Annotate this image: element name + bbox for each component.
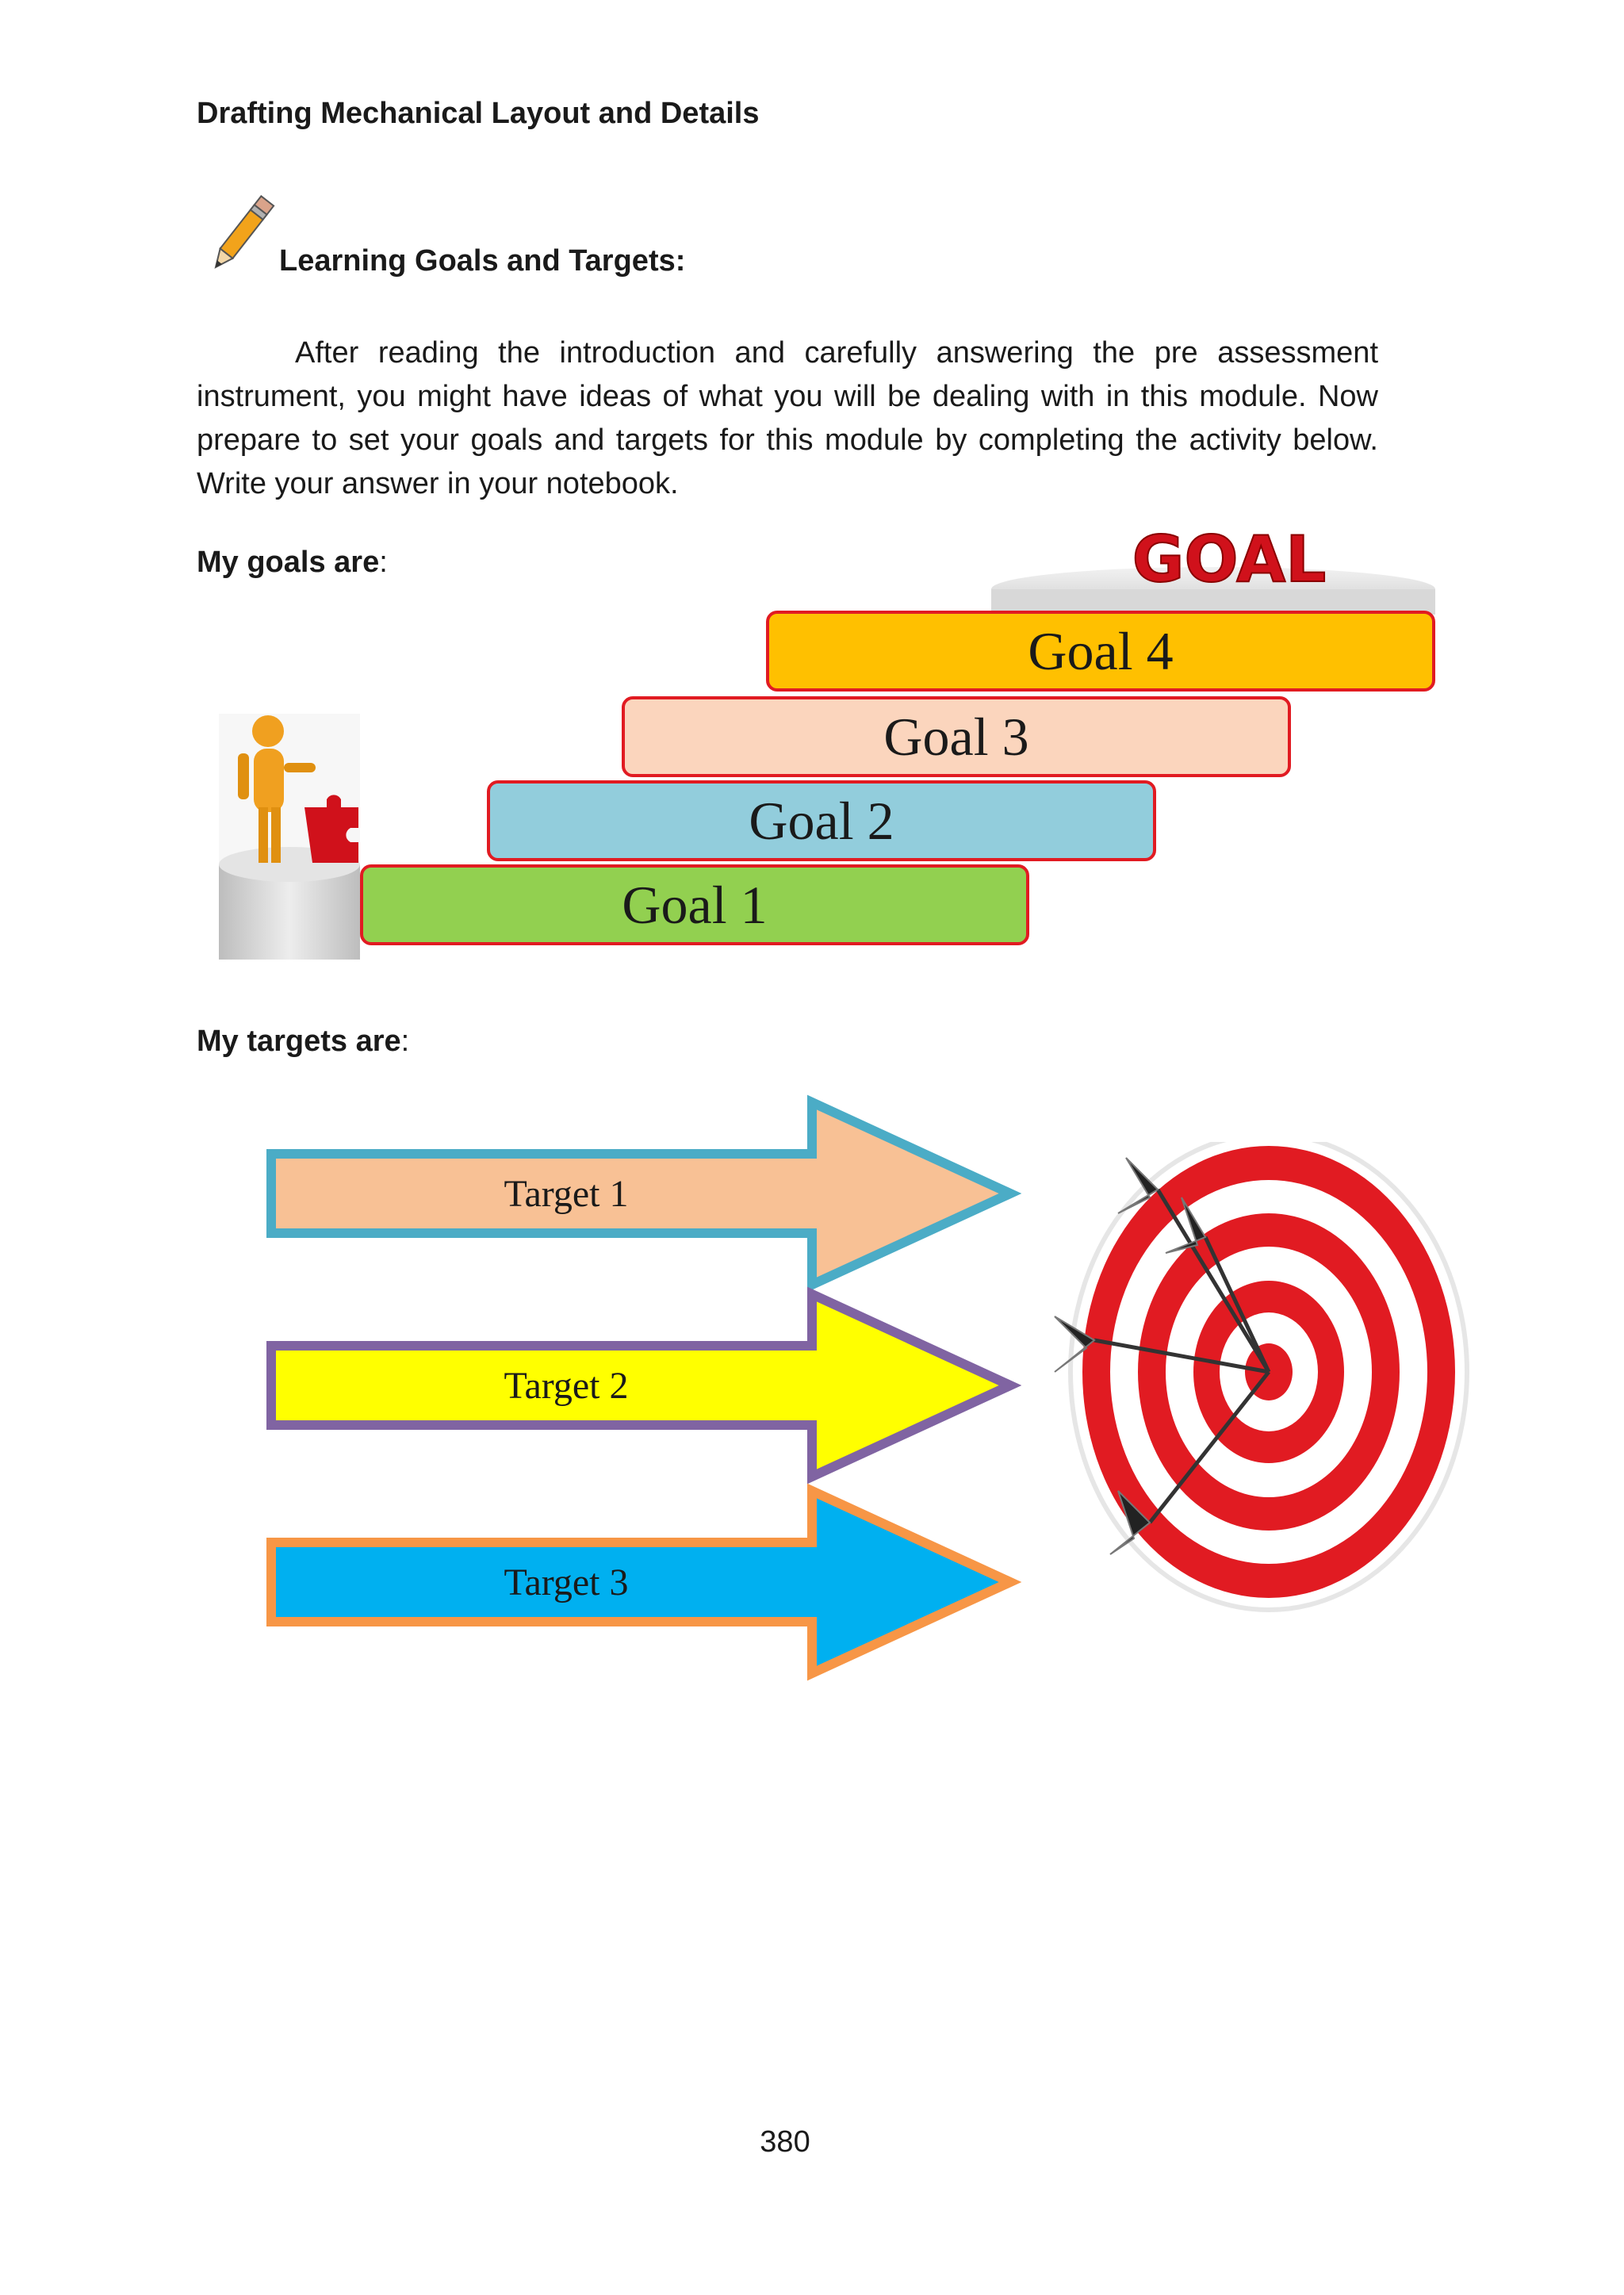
intro-paragraph: After reading the introduction and caref… [197,336,1378,500]
page-number: 380 [760,2125,810,2159]
section-title: Learning Goals and Targets: [279,244,686,278]
goal-1-box: Goal 1 [360,864,1029,945]
target-1-arrow: Target 1 [265,1094,1026,1293]
dartboard-icon [1054,1142,1469,1612]
target-3-arrow-shape [266,1483,1022,1681]
target-2-label: Target 2 [504,1364,629,1407]
climber-figure [219,714,360,960]
target-2-arrow-shape [266,1286,1022,1485]
targets-label-text: My targets are [197,1025,401,1058]
goals-label-colon: : [379,546,388,579]
goal-4-box: Goal 4 [766,611,1435,692]
target-3-label: Target 3 [504,1561,629,1603]
targets-label: My targets are: [197,1025,409,1059]
goals-label-text: My goals are [197,546,380,579]
goal-banner-text: GOAL [1132,523,1326,596]
goals-label: My goals are: [197,546,388,580]
goal-banner-image: GOAL [991,522,1435,615]
target-3-arrow: Target 3 [265,1483,1026,1681]
goal-2-box: Goal 2 [487,780,1156,861]
target-1-arrow-shape [266,1094,1022,1293]
targets-label-colon: : [400,1025,410,1058]
pencil-icon [214,194,275,269]
goal-3-box: Goal 3 [622,696,1291,777]
running-header: Drafting Mechanical Layout and Details [197,97,760,130]
target-1-label: Target 1 [504,1172,629,1215]
target-2-arrow: Target 2 [265,1286,1026,1485]
